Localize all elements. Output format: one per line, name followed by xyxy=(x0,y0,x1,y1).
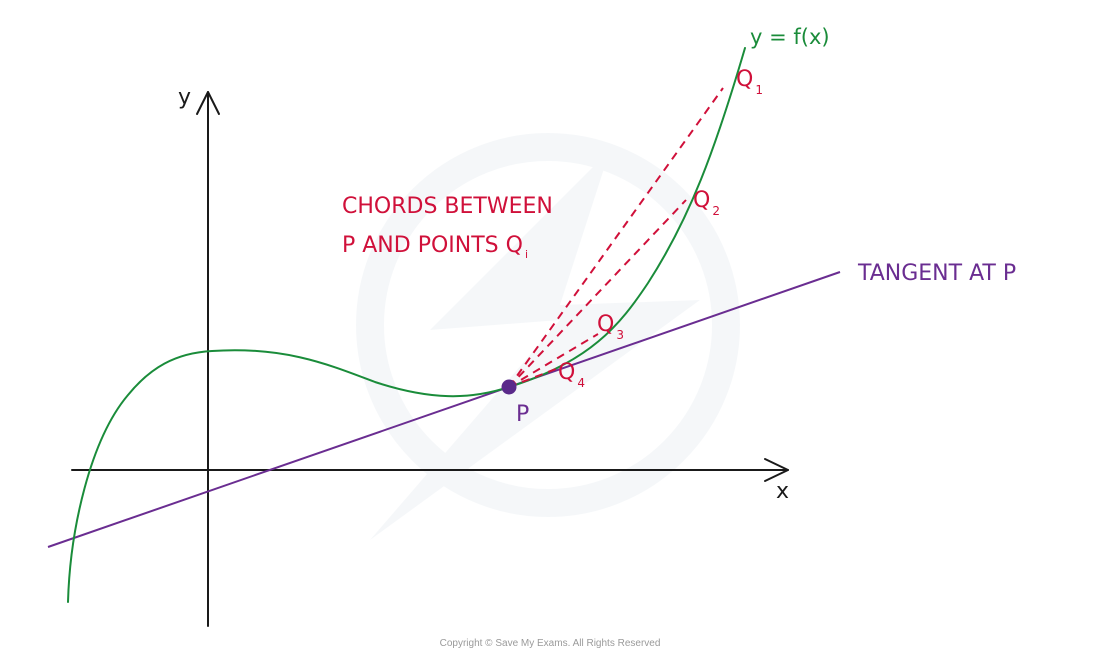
tangent-line xyxy=(47,271,841,548)
curve-label: y = f(x) xyxy=(750,25,830,49)
point-p-marker xyxy=(501,379,517,395)
q4-subscript: 4 xyxy=(577,376,585,390)
q1-subscript: 1 xyxy=(755,83,763,97)
q3-subscript: 3 xyxy=(616,328,624,342)
point-p-label: P xyxy=(516,402,529,427)
chords xyxy=(508,87,724,388)
axes xyxy=(71,91,789,627)
curve-f-of-x xyxy=(67,47,746,603)
q3-letter: Q xyxy=(597,312,614,337)
q2-letter: Q xyxy=(693,188,710,213)
chords-annotation-line1: CHORDS BETWEEN xyxy=(342,194,553,219)
y-axis-arrowhead xyxy=(196,91,220,115)
watermark-logo xyxy=(356,133,740,540)
y-axis-label: y xyxy=(178,85,191,110)
tangent-label: TANGENT AT P xyxy=(857,261,1016,286)
chord-p-q1 xyxy=(508,87,724,388)
x-axis-label: x xyxy=(776,479,789,504)
chord-p-q3 xyxy=(508,333,599,388)
q2-subscript: 2 xyxy=(712,204,720,218)
copyright-notice: Copyright © Save My Exams. All Rights Re… xyxy=(440,638,661,649)
chords-annotation-main: P AND POINTS Q xyxy=(342,233,523,258)
chord-p-q2 xyxy=(508,199,687,388)
q4-letter: Q xyxy=(558,360,575,385)
chords-annotation-subscript: i xyxy=(525,248,528,261)
q1-letter: Q xyxy=(736,67,753,92)
x-axis-arrowhead xyxy=(764,458,789,482)
